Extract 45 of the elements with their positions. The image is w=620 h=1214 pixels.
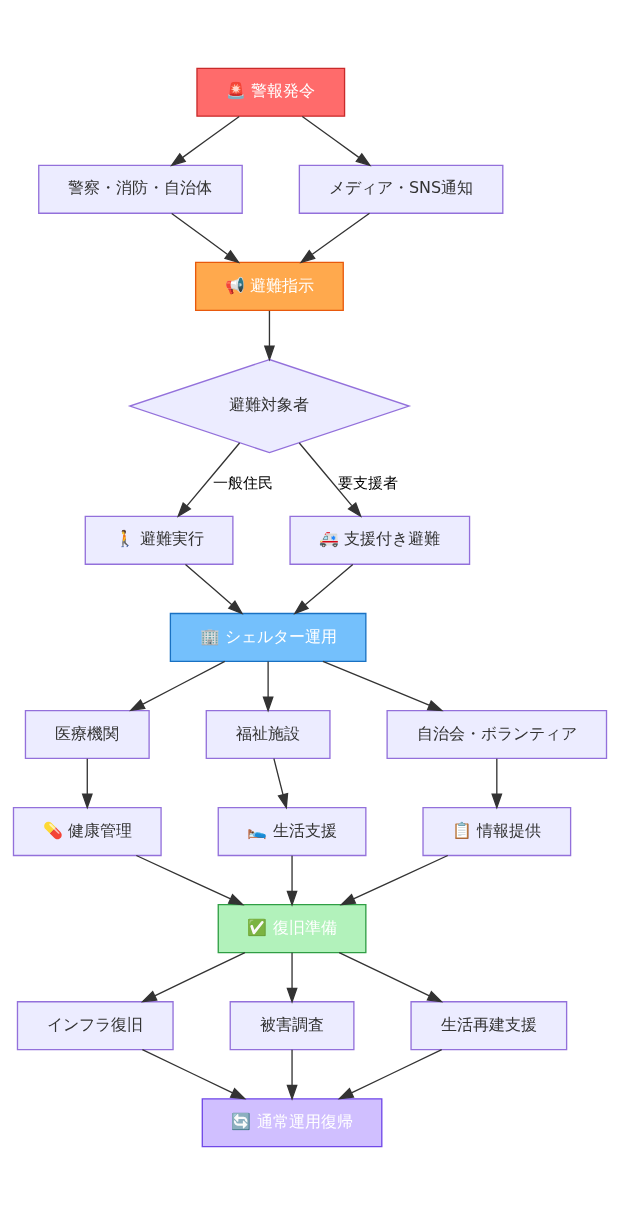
node-box: 医療機関 (24, 709, 150, 759)
node-box: 自治会・ボランティア (386, 709, 608, 759)
node-box: 🚨 警報発令 (196, 67, 346, 117)
arrow (184, 563, 244, 615)
arrow (299, 212, 371, 263)
node-box: 警察・消防・自治体 (38, 164, 243, 214)
arrow (140, 951, 246, 1002)
node-box: インフラ復旧 (16, 1000, 174, 1050)
arrow (337, 1048, 443, 1100)
arrow (298, 441, 362, 518)
arrow (322, 660, 444, 711)
arrow (286, 951, 298, 1004)
node-box: 被害調査 (229, 1000, 355, 1050)
arrow (171, 212, 241, 264)
edge-label: 要支援者 (337, 473, 398, 491)
edge-label: 一般住民 (212, 473, 273, 491)
arrow (286, 854, 298, 907)
arrow (263, 309, 276, 361)
node-box: 📢 避難指示 (195, 261, 344, 311)
node-box: 🚑 支援付き避難 (289, 515, 471, 565)
node-box: ✅ 復旧準備 (217, 903, 367, 953)
arrow (301, 115, 372, 166)
arrow (286, 1048, 298, 1101)
node-box: 💊 健康管理 (12, 806, 162, 856)
arrow (129, 660, 226, 711)
arrow (176, 441, 241, 518)
arrow (141, 1048, 247, 1100)
node-box: 🔄 通常運用復帰 (201, 1097, 383, 1147)
arrow (293, 563, 354, 615)
arrow (262, 660, 274, 713)
arrow (170, 115, 240, 166)
arrow (273, 757, 289, 810)
node-box: メディア・SNS通知 (298, 164, 504, 214)
node-box: 🏢 シェルター運用 (169, 612, 367, 662)
node-box: 🛌 生活支援 (217, 806, 367, 856)
arrow (491, 757, 503, 810)
node-box: 📋 情報提供 (422, 806, 572, 856)
arrow (339, 854, 449, 905)
node-box: 生活再建支援 (410, 1000, 568, 1050)
arrow (338, 951, 444, 1002)
arrow (135, 854, 245, 905)
arrow (81, 757, 93, 810)
node-box: 🚶 避難実行 (84, 515, 234, 565)
node-box: 福祉施設 (205, 709, 331, 759)
node-diamond: 避難対象者 (127, 358, 412, 453)
